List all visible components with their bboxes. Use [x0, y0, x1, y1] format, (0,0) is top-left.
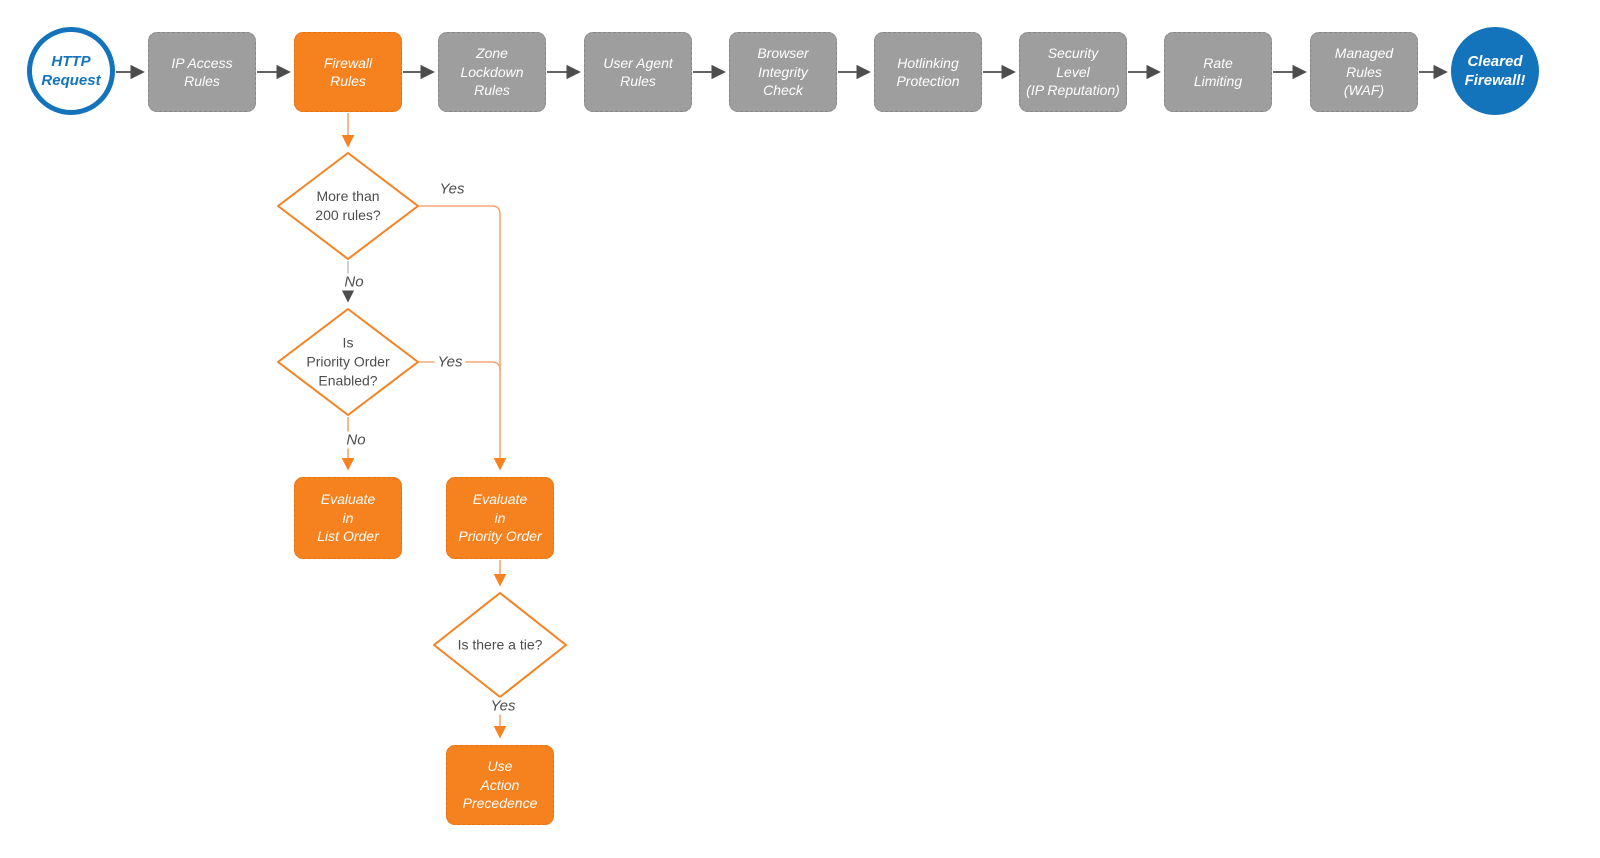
process-evaluate-in-list-order: Evaluate in List Order	[294, 477, 402, 559]
process-use-action-precedence: Use Action Precedence	[446, 745, 554, 825]
start-node-http-request: HTTP Request	[27, 27, 115, 115]
decision-more-than-200-rules-shape	[277, 152, 419, 260]
step-zone-lockdown-rules: Zone Lockdown Rules	[438, 32, 546, 112]
step-hotlinking-protection: Hotlinking Protection	[874, 32, 982, 112]
edge-label-rule-count-yes: Yes	[436, 180, 468, 198]
decision-priority-order-enabled-shape	[277, 308, 419, 416]
edge-label-tie-yes: Yes	[487, 697, 519, 715]
decision-is-there-a-tie-shape	[433, 592, 567, 698]
connector-priority-decision-yes-join	[419, 361, 501, 371]
step-managed-rules-waf: Managed Rules (WAF)	[1310, 32, 1418, 112]
connector-rule-count-yes-to-priority-process	[419, 205, 507, 471]
process-evaluate-in-priority-order: Evaluate in Priority Order	[446, 477, 554, 559]
edge-label-priority-yes: Yes	[434, 353, 466, 371]
step-firewall-rules: Firewall Rules	[294, 32, 402, 112]
decision-priority-order-enabled-label: Is Priority Order Enabled?	[306, 334, 390, 389]
step-rate-limiting: Rate Limiting	[1164, 32, 1272, 112]
step-security-level-ip-reputation: Security Level (IP Reputation)	[1019, 32, 1127, 112]
decision-more-than-200-rules-label: More than 200 rules?	[315, 188, 381, 223]
step-user-agent-rules: User Agent Rules	[584, 32, 692, 112]
end-node-cleared-firewall: Cleared Firewall!	[1451, 27, 1539, 115]
step-ip-access-rules: IP Access Rules	[148, 32, 256, 112]
step-browser-integrity-check: Browser Integrity Check	[729, 32, 837, 112]
edge-label-priority-no: No	[343, 431, 369, 449]
decision-is-there-a-tie-label: Is there a tie?	[457, 636, 543, 653]
edge-label-rule-count-no: No	[341, 273, 367, 291]
